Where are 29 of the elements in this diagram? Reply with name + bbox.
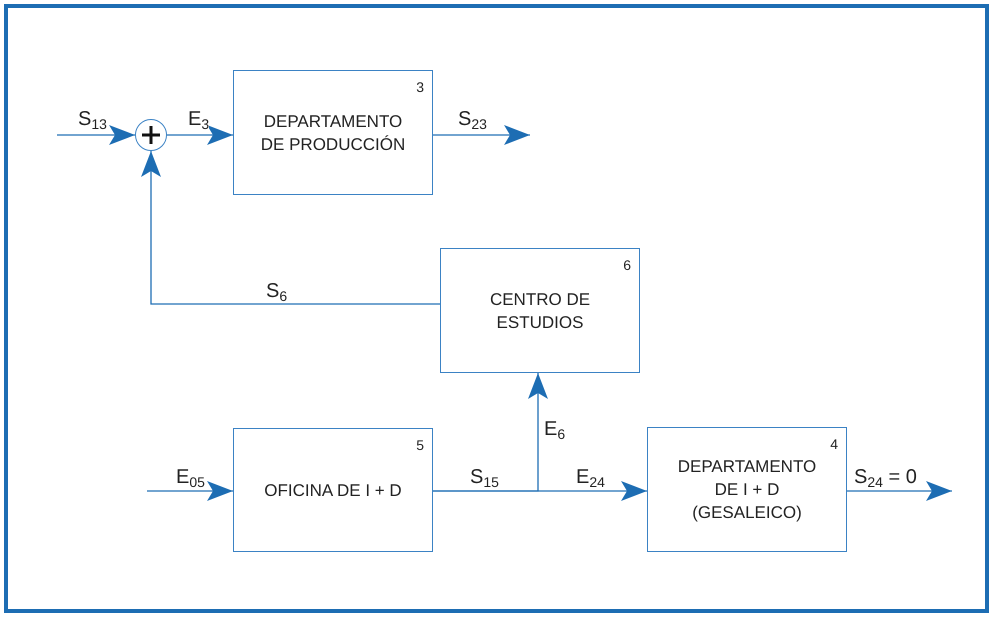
process-box — [647, 427, 847, 552]
arrow — [57, 125, 135, 145]
summing-junction — [135, 119, 167, 151]
signal-label: E$_{24}$ — [576, 466, 605, 488]
signal-label: S$_{15}$ — [470, 466, 499, 488]
signal-label: S$_{13}$ — [78, 108, 107, 130]
block-number: 4 — [830, 435, 838, 454]
box-label: OFICINA DE I + D — [263, 480, 403, 502]
box-label: DEPARTAMENTO DE I + D (GESALEICO) — [676, 456, 818, 524]
arrow — [141, 151, 440, 305]
arrow — [147, 481, 233, 501]
arrow — [433, 481, 647, 501]
arrow — [847, 481, 952, 501]
box-label: DEPARTAMENTO DE PRODUCCIÓN — [260, 110, 406, 156]
process-box — [233, 70, 433, 195]
signal-label: E$_{3}$ — [188, 108, 210, 130]
signal-label: S$_{6}$ — [266, 280, 288, 302]
signal-label: E$_{6}$ — [544, 418, 566, 440]
signal-label: S$_{23}$ — [458, 108, 487, 130]
signal-label: E$_{05}$ — [176, 466, 205, 488]
box-label: CENTRO DE ESTUDIOS — [488, 288, 592, 334]
arrow — [433, 125, 530, 145]
block-number: 6 — [623, 256, 631, 275]
block-number: 5 — [416, 436, 424, 455]
signal-label: S$_{24}$ = 0 — [854, 466, 917, 488]
process-box — [233, 428, 433, 552]
process-box — [440, 248, 640, 373]
arrow — [167, 125, 233, 145]
block-number: 3 — [416, 78, 424, 97]
